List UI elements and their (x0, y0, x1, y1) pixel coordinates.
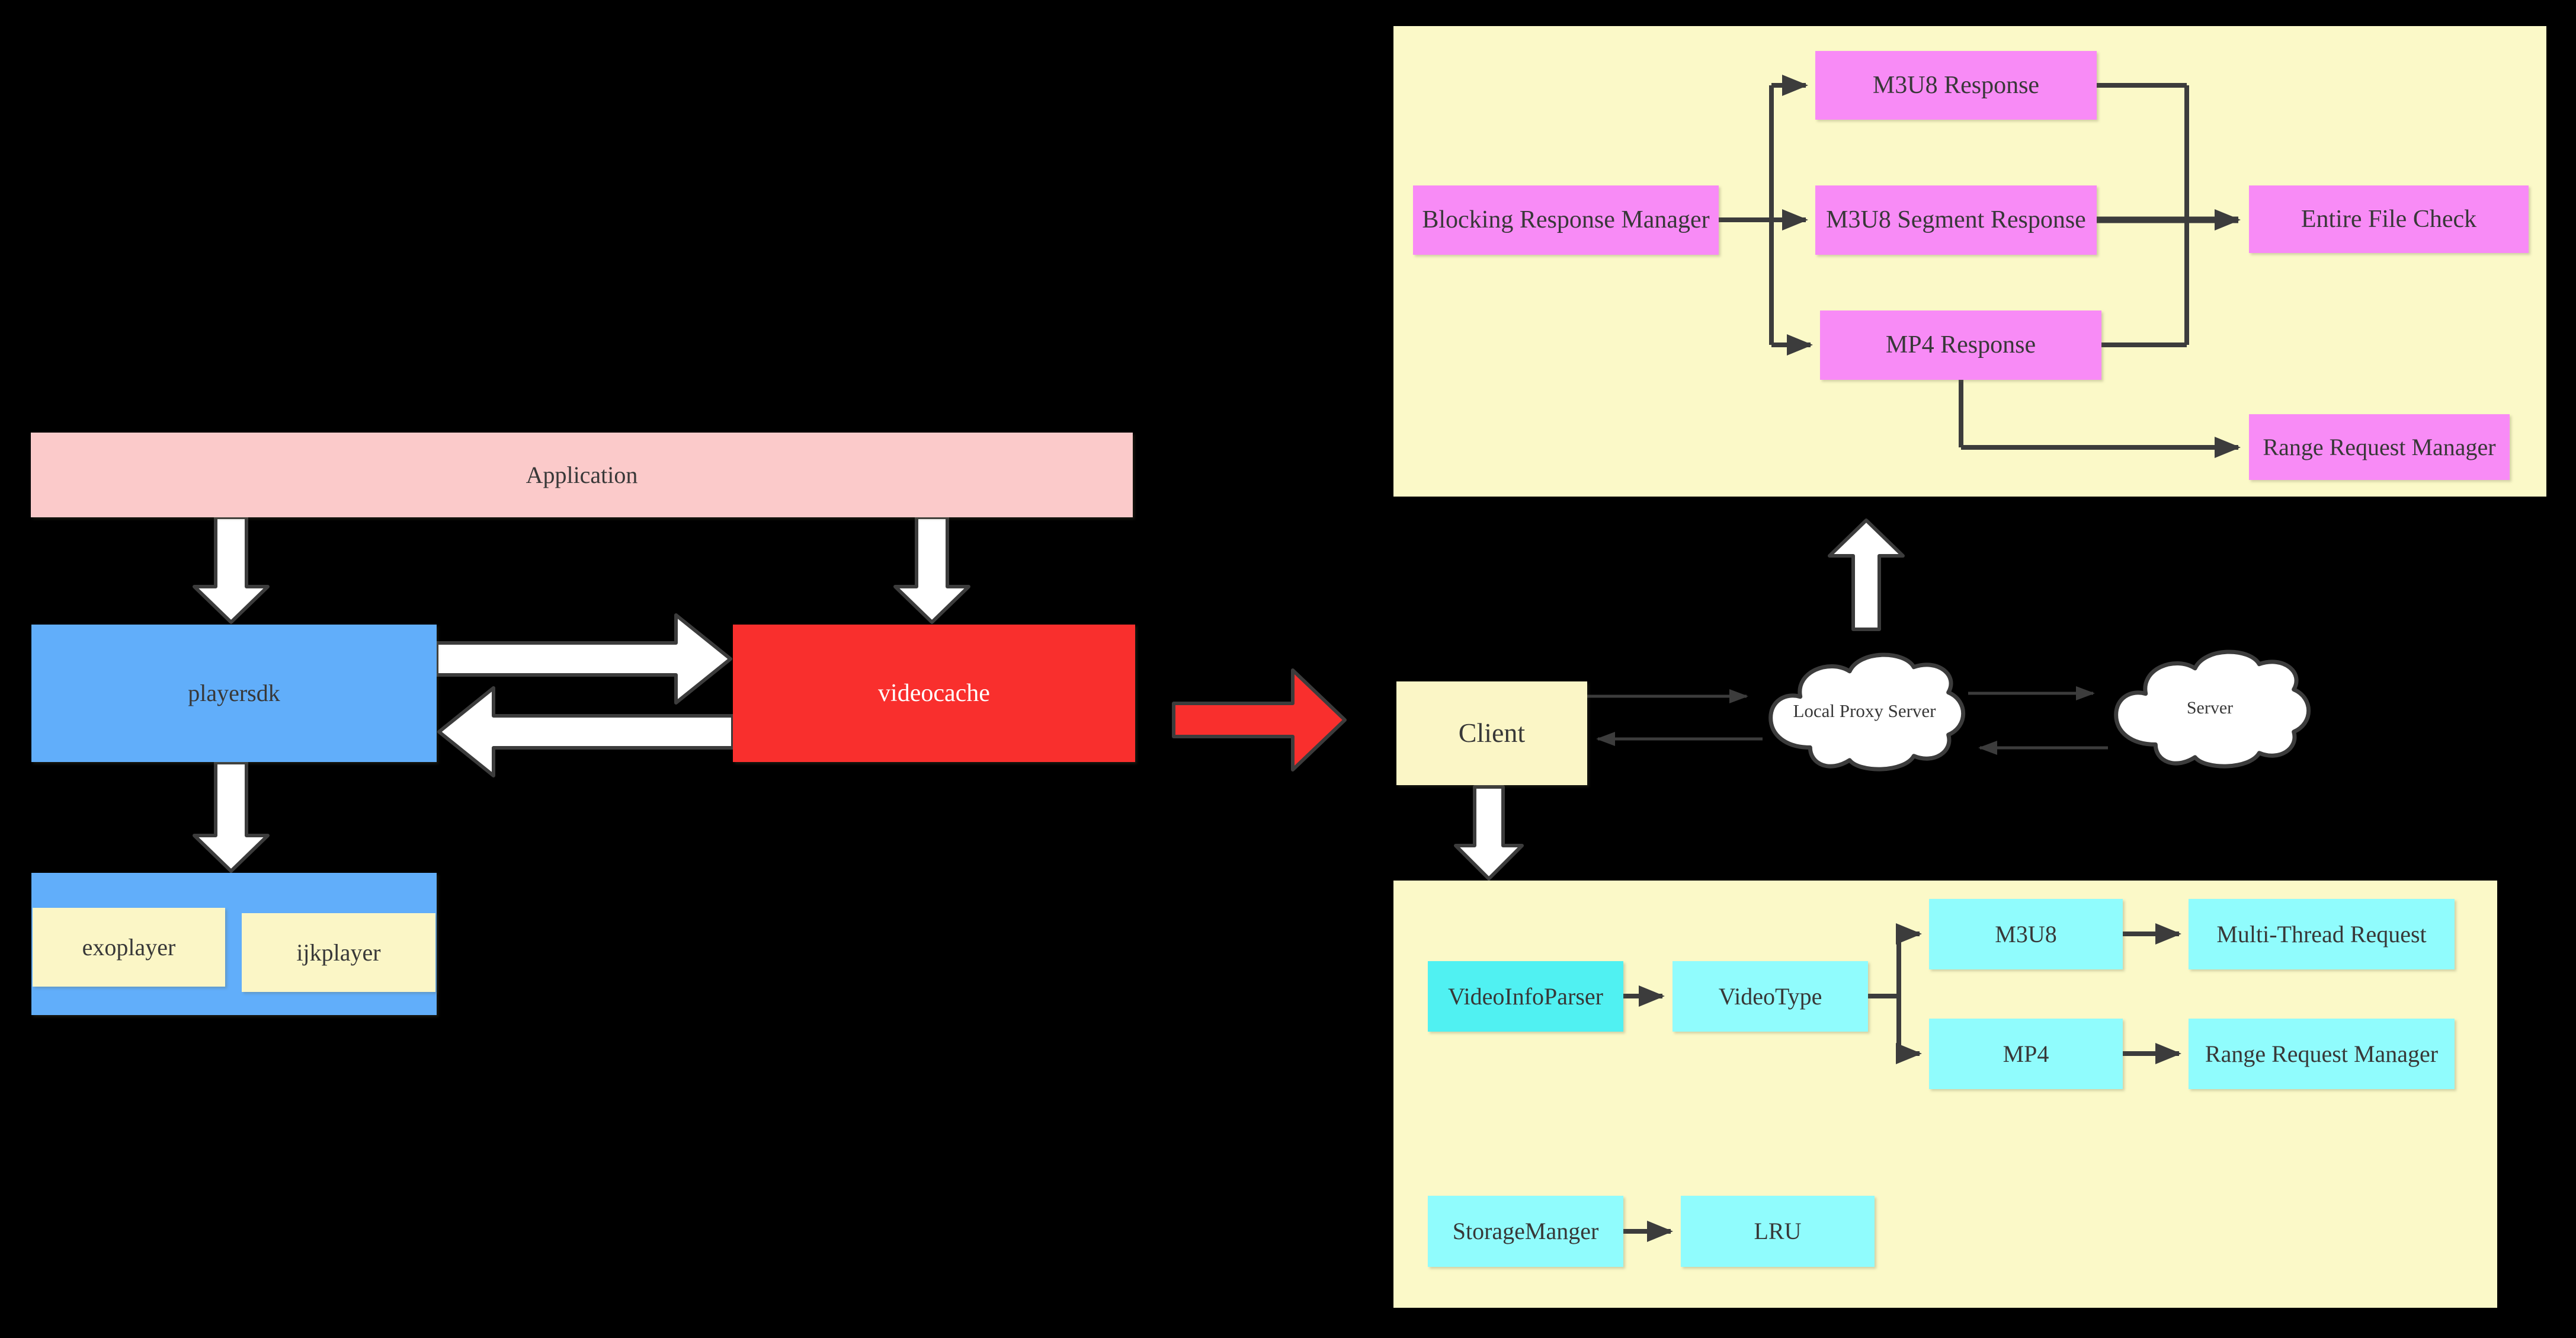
arrow-playersdk-to-videocache (435, 613, 732, 705)
arrow-application-to-playersdk (193, 516, 270, 624)
arrow-videocache-to-playersdk (437, 686, 735, 777)
node-m3u8-segment-response: M3U8 Segment Response (1815, 185, 2097, 255)
node-entire-file-check-label: Entire File Check (2301, 205, 2477, 233)
node-exoplayer-label: exoplayer (82, 933, 176, 961)
node-application-label: Application (526, 461, 638, 488)
node-multi-thread-request-label: Multi-Thread Request (2216, 920, 2427, 948)
node-entire-file-check: Entire File Check (2249, 185, 2529, 253)
node-m3u8-segment-response-label: M3U8 Segment Response (1826, 206, 2086, 234)
arrow-playersdk-to-players (193, 761, 270, 873)
node-video-type-label: VideoType (1718, 982, 1822, 1010)
cloud-server-label-wrap: Server (2106, 643, 2314, 773)
node-application: Application (31, 433, 1133, 517)
node-m3u8: M3U8 (1929, 899, 2123, 969)
node-client: Client (1396, 681, 1587, 785)
node-client-label: Client (1458, 718, 1526, 748)
cloud-local-proxy-server-label-wrap: Local Proxy Server (1761, 646, 1968, 776)
node-ijkplayer: ijkplayer (242, 913, 435, 992)
node-playersdk-label: playersdk (188, 680, 280, 706)
cloud-local-proxy-server (1771, 655, 1963, 769)
node-range-request-manager-bottom-label: Range Request Manager (2205, 1040, 2439, 1067)
node-storage-manger: StorageManger (1428, 1196, 1623, 1267)
node-lru-label: LRU (1754, 1218, 1802, 1244)
node-range-request-manager-bottom: Range Request Manager (2189, 1019, 2455, 1089)
node-mp4-label: MP4 (2003, 1040, 2049, 1067)
node-mp4: MP4 (1929, 1019, 2123, 1089)
arrow-client-to-parser-panel (1454, 785, 1524, 881)
node-videocache-label: videocache (878, 679, 990, 707)
node-exoplayer: exoplayer (33, 908, 225, 987)
arrow-videocache-to-network (1172, 668, 1347, 772)
cloud-local-proxy-server-label: Local Proxy Server (1793, 700, 1936, 721)
node-range-request-manager-top-label: Range Request Manager (2263, 433, 2496, 460)
cloud-server-label: Server (2186, 698, 2234, 718)
node-multi-thread-request: Multi-Thread Request (2189, 899, 2455, 969)
node-range-request-manager-top: Range Request Manager (2249, 414, 2510, 480)
node-videocache: videocache (733, 625, 1135, 762)
node-mp4-response: MP4 Response (1820, 311, 2101, 380)
node-blocking-response-manager: Blocking Response Manager (1413, 185, 1719, 255)
node-m3u8-label: M3U8 (1995, 920, 2057, 948)
node-playersdk: playersdk (31, 625, 437, 762)
cloud-server (2116, 652, 2309, 766)
node-ijkplayer-label: ijkplayer (296, 939, 381, 966)
arrow-proxy-to-response-panel (1828, 518, 1905, 631)
node-video-type: VideoType (1673, 961, 1868, 1032)
node-blocking-response-manager-label: Blocking Response Manager (1422, 206, 1710, 234)
node-m3u8-response: M3U8 Response (1815, 51, 2097, 120)
arrow-application-to-videocache (893, 516, 970, 624)
node-video-info-parser-label: VideoInfoParser (1448, 982, 1603, 1010)
node-lru: LRU (1681, 1196, 1875, 1267)
node-m3u8-response-label: M3U8 Response (1872, 71, 2040, 99)
node-video-info-parser: VideoInfoParser (1428, 961, 1623, 1032)
node-storage-manger-label: StorageManger (1452, 1218, 1599, 1244)
node-mp4-response-label: MP4 Response (1885, 331, 2036, 359)
